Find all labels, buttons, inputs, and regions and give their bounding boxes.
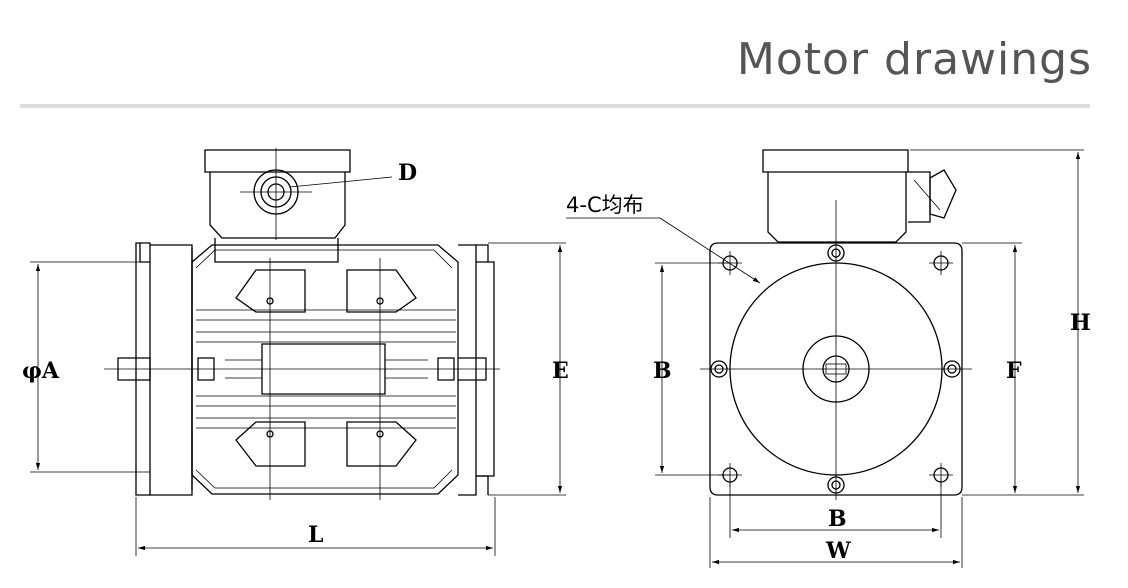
shaft <box>104 357 500 381</box>
label-B-bottom: B <box>828 506 847 532</box>
title-divider <box>20 104 1090 108</box>
label-L: L <box>308 522 323 548</box>
side-view <box>30 148 566 556</box>
label-F: F <box>1006 358 1022 384</box>
label-E: E <box>552 358 569 384</box>
label-B-left: B <box>653 358 672 384</box>
side-right-endcover <box>458 244 495 496</box>
label-H: H <box>1070 310 1091 336</box>
end-view <box>566 149 1084 568</box>
label-D: D <box>398 160 417 186</box>
label-4C-note: 4-C均布 <box>566 193 644 217</box>
label-phiA: φA <box>22 358 60 384</box>
flange-plate <box>709 242 963 496</box>
motor-frame <box>191 244 459 500</box>
end-terminal-box <box>762 149 957 243</box>
label-W: W <box>825 538 851 564</box>
page-title: Motor drawings <box>736 34 1092 85</box>
